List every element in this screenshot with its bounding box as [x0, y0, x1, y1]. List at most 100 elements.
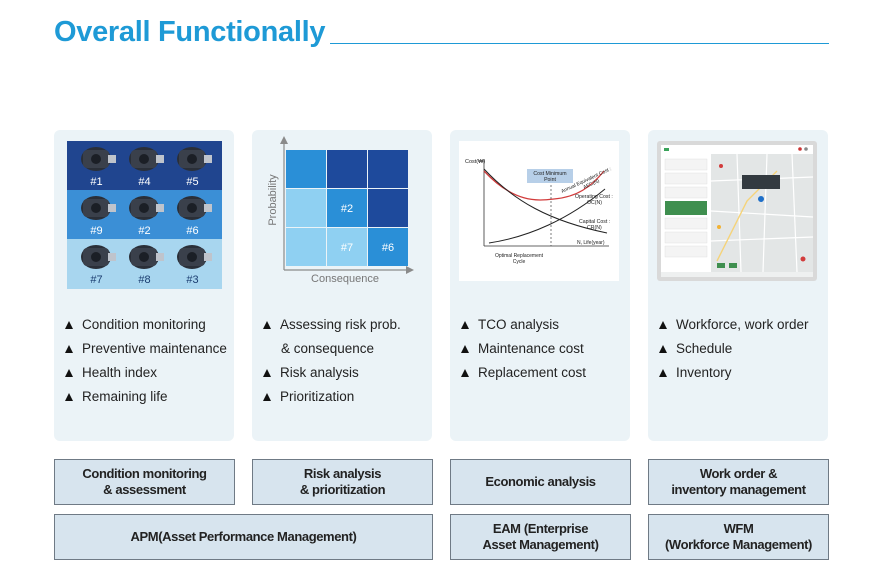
bullet-item: Risk analysis [263, 361, 401, 385]
bullet-list: Workforce, work order Schedule Inventory [659, 313, 809, 385]
work-order-card [664, 245, 708, 258]
triangle-bullet-icon [263, 321, 271, 329]
x-axis-label: Consequence [311, 273, 379, 285]
triangle-bullet-icon [461, 345, 469, 353]
bullet-item: Workforce, work order [659, 313, 809, 337]
map-tooltip [742, 175, 780, 189]
triangle-bullet-icon [65, 369, 73, 377]
capital-cost-curve [483, 168, 608, 234]
bullet-item: Assessing risk prob. [263, 313, 401, 337]
map-pin-icon [758, 196, 764, 202]
bullet-item: Health index [65, 361, 227, 385]
optimal-cycle-label: Optimal Replacement [495, 253, 544, 259]
label-work-order-inventory: Work order &inventory management [648, 459, 829, 505]
motor-icon [129, 147, 164, 171]
work-order-card [664, 186, 708, 199]
y-axis-label: Probability [267, 174, 279, 226]
card-risk-analysis: #2 #7 #6 Probability Consequence Assessi… [252, 130, 432, 441]
motor-item: #9 [74, 190, 119, 239]
motor-label: #5 [186, 176, 199, 188]
tco-chart: Cost Minimum Point Cost(₩) Annual Equiva… [459, 141, 619, 281]
motor-icon [177, 196, 212, 220]
capital-cost-label: Capital Cost : [579, 219, 610, 225]
label-risk-analysis-prioritization: Risk analysis& prioritization [252, 459, 433, 505]
motor-label: #3 [186, 274, 199, 286]
capital-cost-label: CR(N) [587, 225, 602, 231]
app-logo-icon [664, 148, 669, 151]
map-marker-icon [719, 164, 723, 168]
x-axis-arrow-icon [406, 266, 414, 274]
x-axis-label: N, Life(year) [577, 240, 605, 246]
app-header [661, 145, 813, 154]
matrix-cell [286, 150, 326, 188]
triangle-bullet-icon [65, 321, 73, 329]
triangle-bullet-icon [659, 345, 667, 353]
motor-label: #7 [90, 274, 103, 286]
motor-item: #2 [122, 190, 167, 239]
user-icon [804, 147, 808, 151]
triangle-bullet-icon [461, 321, 469, 329]
label-condition-monitoring-assessment: Condition monitoring& assessment [54, 459, 235, 505]
map-area [711, 154, 813, 272]
y-axis-label: Cost(₩) [465, 159, 485, 165]
motor-row: #1 #4 #5 [67, 141, 222, 191]
matrix-cell [286, 189, 326, 227]
motor-item: #5 [170, 141, 215, 190]
triangle-bullet-icon [263, 393, 271, 401]
motor-item: #8 [122, 239, 167, 288]
motor-row: #9 #2 #6 [67, 190, 222, 240]
triangle-bullet-icon [65, 393, 73, 401]
bullet-list: TCO analysis Maintenance cost Replacemen… [461, 313, 586, 385]
card-economic-analysis: Cost Minimum Point Cost(₩) Annual Equiva… [450, 130, 630, 441]
motor-icon [81, 196, 116, 220]
title-underline [330, 43, 829, 44]
map-marker-icon [717, 225, 721, 229]
motor-icon [129, 196, 164, 220]
operating-cost-curve [488, 188, 606, 244]
notification-icon [798, 147, 802, 151]
map-button-icon [717, 263, 725, 268]
bullet-item: Condition monitoring [65, 313, 227, 337]
work-order-card [664, 172, 708, 185]
matrix-cell [368, 228, 408, 266]
motor-icon [177, 147, 212, 171]
matrix-cell-label: #6 [382, 242, 394, 254]
matrix-cell [368, 150, 408, 188]
operating-cost-label: Operating Cost : [575, 194, 613, 200]
work-order-card [664, 217, 708, 230]
bullet-list: Condition monitoring Preventive maintena… [65, 313, 227, 409]
motor-item: #6 [170, 190, 215, 239]
page-title: Overall Functionally [54, 16, 326, 48]
motor-label: #1 [90, 176, 103, 188]
work-order-card [664, 231, 708, 244]
y-axis-arrow-icon [280, 136, 288, 144]
motor-item: #7 [74, 239, 119, 288]
matrix-cell [327, 189, 367, 227]
optimal-cycle-label: Cycle [513, 259, 526, 265]
bullet-item: TCO analysis [461, 313, 586, 337]
triangle-bullet-icon [659, 321, 667, 329]
motor-icon [129, 245, 164, 269]
motor-label: #8 [138, 274, 151, 286]
matrix-cell-label: #7 [341, 242, 353, 254]
motor-icon [177, 245, 212, 269]
map-button-icon [729, 263, 737, 268]
motor-item: #1 [74, 141, 119, 190]
motor-label: #6 [186, 225, 199, 237]
matrix-cell [286, 228, 326, 266]
cost-minimum-label: Point [544, 177, 556, 183]
motor-icon [81, 245, 116, 269]
bullet-item: & consequence [281, 341, 375, 356]
operating-cost-label: OC(N) [587, 200, 602, 206]
motor-label: #2 [138, 225, 151, 237]
risk-matrix-chart: #2 #7 #6 Probability Consequence [267, 136, 414, 285]
bullet-item: Schedule [659, 337, 809, 361]
triangle-bullet-icon [461, 369, 469, 377]
motor-icon [81, 147, 116, 171]
matrix-cell [368, 189, 408, 227]
work-order-card-selected [665, 201, 707, 215]
bullet-list: Assessing risk prob. & consequence Risk … [263, 313, 401, 409]
motor-grid-image: #1 #4 #5 #9 #2 #6 [67, 141, 222, 289]
label-wfm: WFM(Workforce Management) [648, 514, 829, 560]
